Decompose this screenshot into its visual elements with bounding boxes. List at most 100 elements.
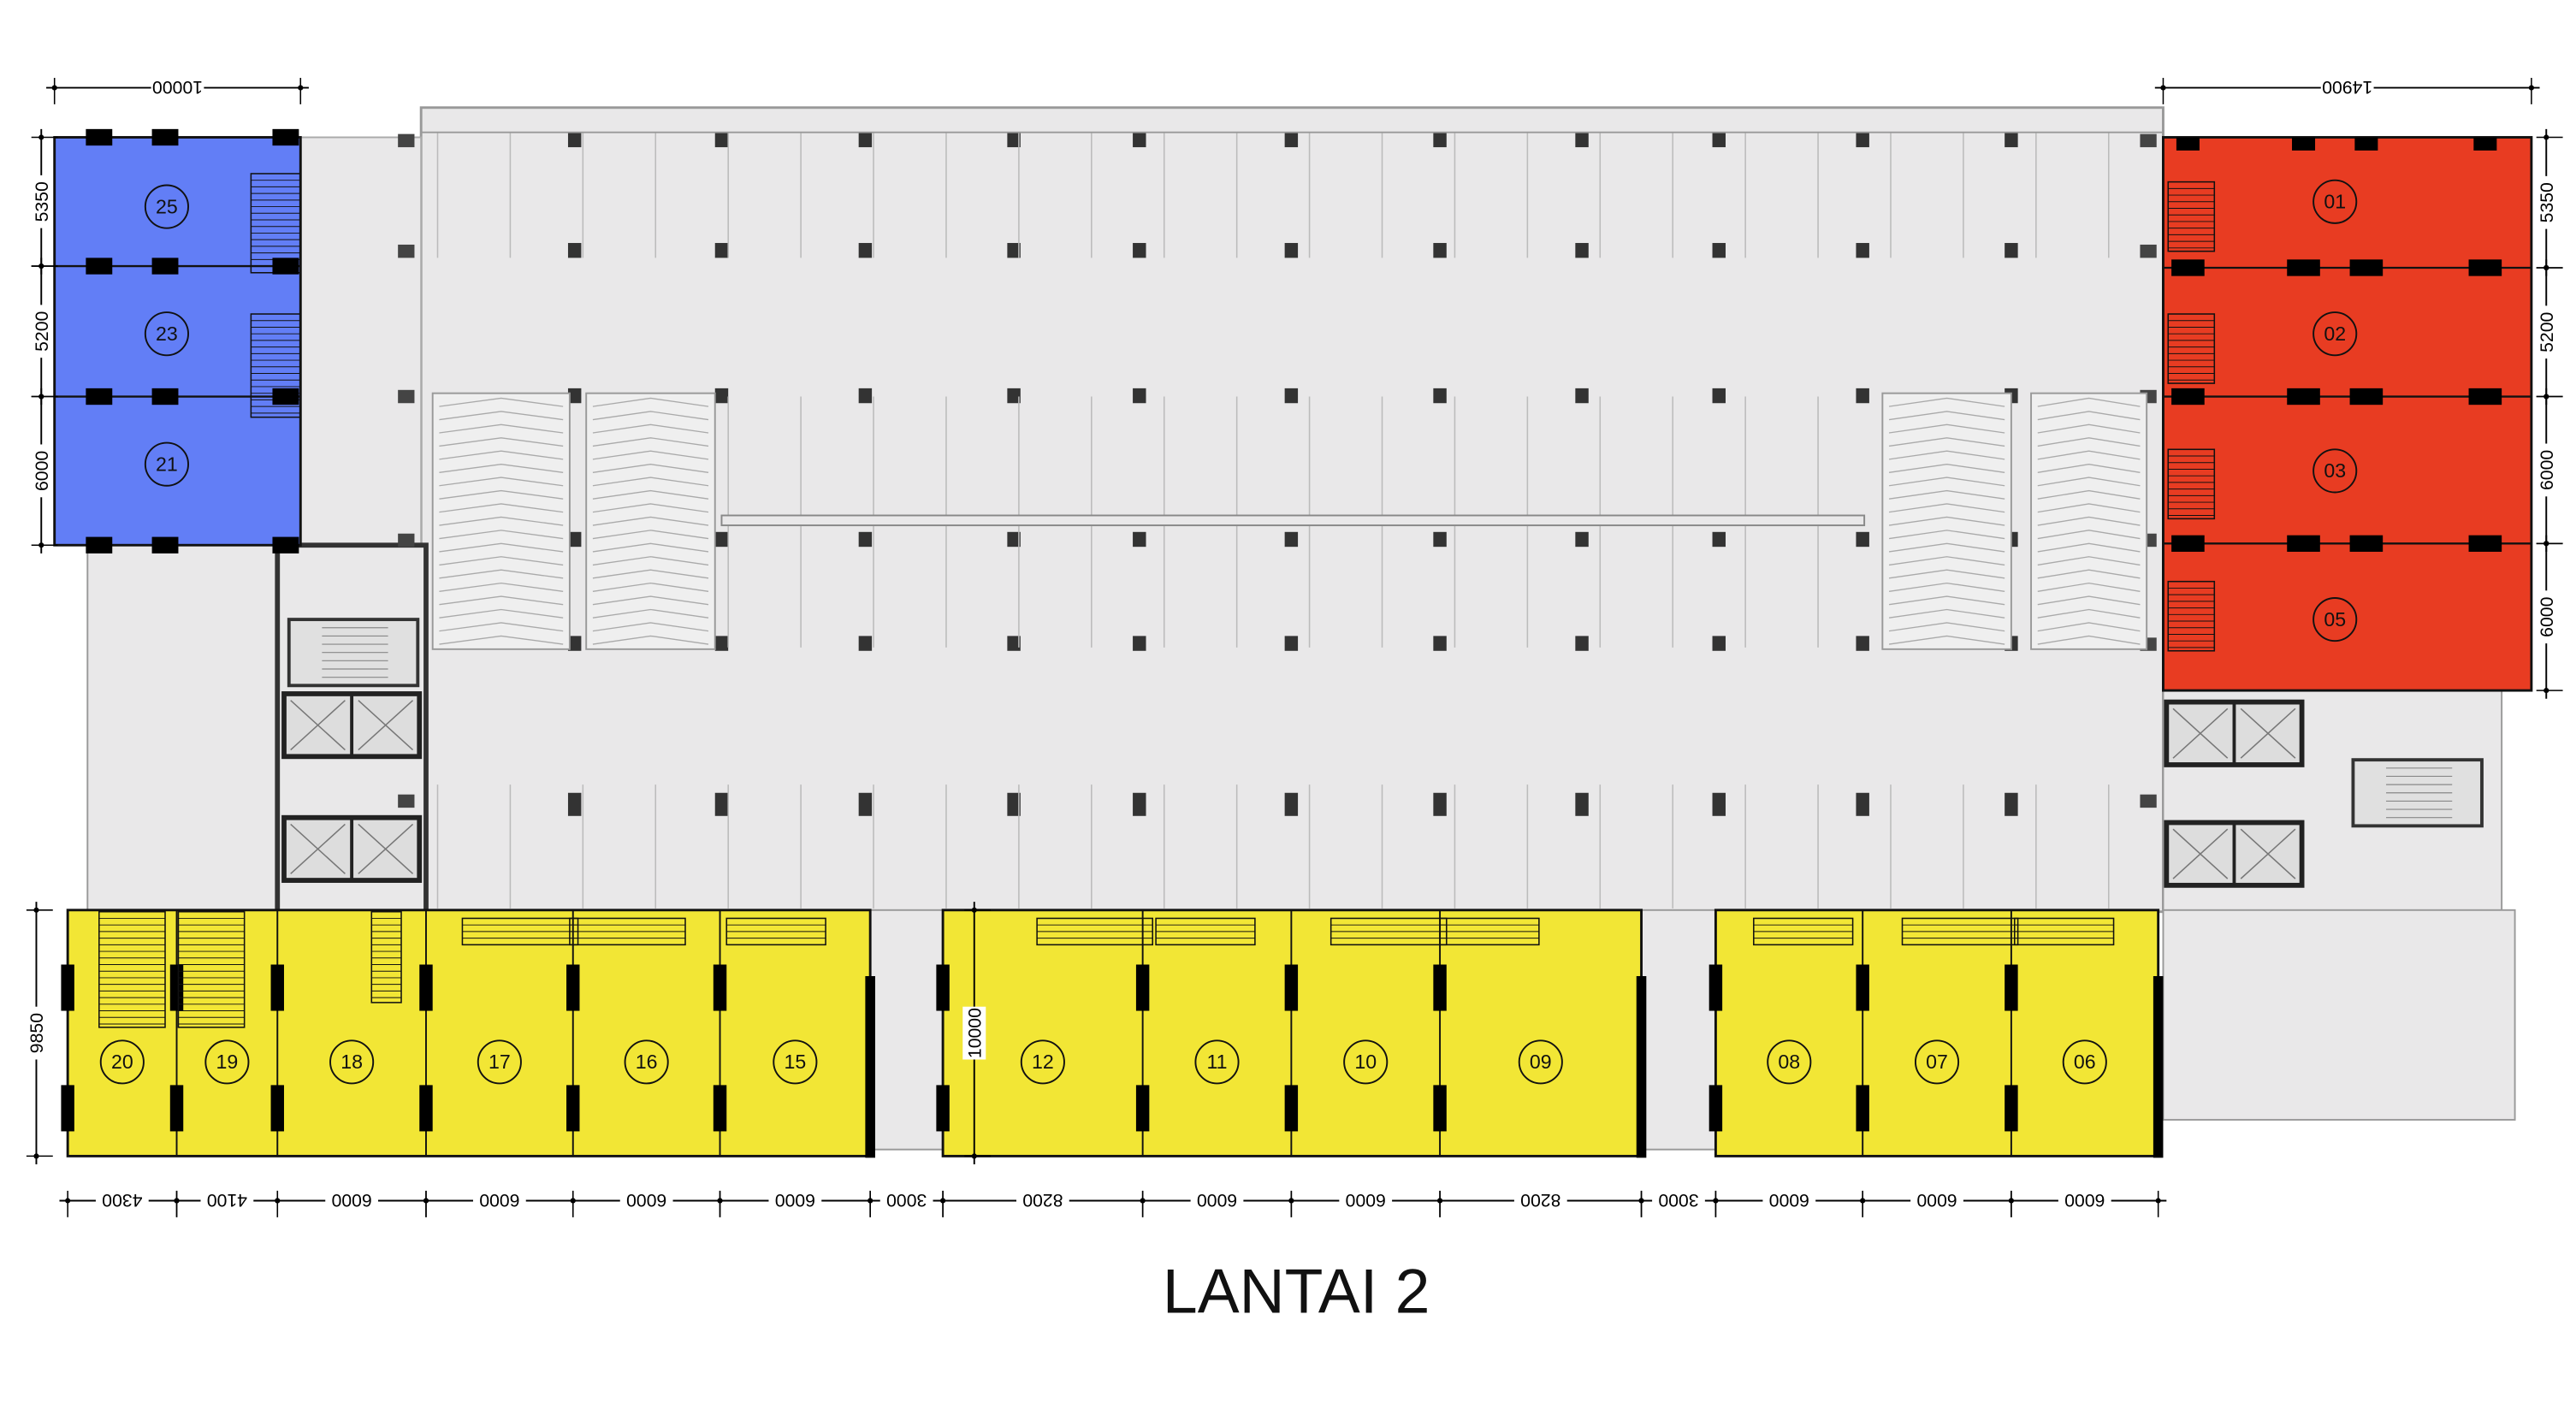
dimension-label-bg bbox=[29, 444, 53, 498]
column bbox=[86, 536, 113, 554]
column bbox=[86, 128, 113, 146]
column bbox=[1133, 243, 1146, 258]
column bbox=[151, 388, 179, 406]
unit-stair bbox=[2167, 448, 2216, 520]
dimension-dot bbox=[1436, 1198, 1443, 1204]
column bbox=[398, 794, 415, 808]
column bbox=[1284, 388, 1299, 404]
column bbox=[1856, 1085, 1869, 1132]
column bbox=[398, 389, 415, 404]
unit-number: 21 bbox=[156, 453, 178, 475]
ramp-hatch bbox=[1888, 411, 2005, 421]
ramp-hatch bbox=[1888, 463, 2005, 473]
lift-cross bbox=[2172, 828, 2229, 879]
ramp-hatch bbox=[439, 450, 564, 460]
dimension-dot bbox=[2008, 1198, 2014, 1204]
unit-number: 06 bbox=[2074, 1051, 2096, 1073]
ramp-hatch bbox=[2037, 635, 2141, 645]
dimension-label-bg bbox=[29, 305, 53, 358]
column bbox=[1575, 792, 1589, 816]
ramp-hatch bbox=[1888, 397, 2005, 407]
column bbox=[1284, 964, 1299, 1011]
dimension-label: 8200 bbox=[1022, 1190, 1063, 1210]
ramp-hatch bbox=[2037, 516, 2141, 526]
unit-number-circle bbox=[204, 1039, 250, 1085]
ramp-hatch bbox=[2037, 569, 2141, 579]
dimension-label: 6000 bbox=[1769, 1190, 1809, 1210]
dimension-label-bg bbox=[29, 175, 53, 228]
ramp-hatch bbox=[1888, 450, 2005, 460]
column bbox=[714, 531, 729, 548]
dimension-dot bbox=[2155, 1198, 2161, 1204]
unit-number-circle bbox=[1020, 1039, 1065, 1085]
column bbox=[1284, 636, 1299, 651]
dimension-dot bbox=[570, 1198, 576, 1204]
dimension-dot bbox=[33, 907, 39, 913]
unit-number-circle bbox=[1767, 1039, 1812, 1085]
dimension-dot bbox=[2160, 85, 2166, 91]
ramp-hatch bbox=[592, 556, 709, 566]
ramp-hatch bbox=[592, 635, 709, 645]
ramp-hatch bbox=[1888, 569, 2005, 579]
ramp-hatch bbox=[439, 397, 564, 407]
unit-stair bbox=[98, 910, 166, 1028]
ramp-hatch bbox=[2037, 622, 2141, 632]
column bbox=[1433, 636, 1447, 651]
lift-cross bbox=[290, 700, 346, 751]
ramp-hatch bbox=[439, 556, 564, 566]
wall bbox=[865, 976, 875, 1158]
dimension-label: 6000 bbox=[775, 1190, 815, 1210]
column bbox=[1133, 636, 1146, 651]
column bbox=[1284, 1085, 1299, 1132]
column bbox=[2287, 259, 2320, 276]
ramp-hatch bbox=[1888, 622, 2005, 632]
dimension-label: 6000 bbox=[2064, 1190, 2105, 1210]
dimension-dot bbox=[2543, 264, 2549, 271]
unit-number-circle bbox=[2312, 179, 2358, 224]
column bbox=[2287, 535, 2320, 552]
ramp-hatch bbox=[1888, 503, 2005, 513]
column bbox=[2140, 794, 2157, 808]
ramp-hatch bbox=[1888, 477, 2005, 487]
dimension-label: 5200 bbox=[2538, 312, 2557, 352]
column bbox=[151, 536, 179, 554]
unit-number: 15 bbox=[784, 1051, 806, 1073]
unit-number-circle bbox=[1343, 1039, 1389, 1085]
dimension-label-bg bbox=[962, 1006, 986, 1060]
column bbox=[1575, 636, 1589, 651]
column bbox=[1856, 964, 1869, 1011]
column bbox=[1007, 636, 1021, 651]
ramp-hatch bbox=[592, 423, 709, 434]
dimension-label-bg bbox=[2534, 175, 2558, 229]
dimension-dot bbox=[971, 1153, 977, 1159]
dimension-label-bg bbox=[151, 76, 204, 100]
dimension-label-bg bbox=[1762, 1188, 1816, 1213]
ramp-hatch bbox=[439, 516, 564, 526]
dimension-dot bbox=[2543, 688, 2549, 694]
dimension-dot bbox=[423, 1198, 429, 1204]
ramp bbox=[1881, 392, 2012, 650]
column bbox=[1575, 531, 1589, 548]
ramp bbox=[2030, 392, 2148, 650]
ramp-hatch bbox=[2037, 542, 2141, 553]
unit-number-circle bbox=[1194, 1039, 1240, 1085]
ramp-hatch bbox=[592, 582, 709, 592]
column bbox=[858, 132, 873, 148]
unit-stair bbox=[2167, 181, 2216, 252]
column bbox=[1007, 243, 1021, 258]
ramp-hatch bbox=[2037, 397, 2141, 407]
column bbox=[858, 243, 873, 258]
column bbox=[1433, 243, 1447, 258]
dimension-label: 6000 bbox=[626, 1190, 666, 1210]
unit-number: 12 bbox=[1032, 1051, 1054, 1073]
dimension-label: 9850 bbox=[27, 1013, 47, 1053]
unit-number: 08 bbox=[1778, 1051, 1800, 1073]
ramp-hatch bbox=[592, 437, 709, 447]
column bbox=[1433, 531, 1447, 548]
dimension-dot bbox=[51, 85, 57, 91]
dimension-label: 10000 bbox=[152, 77, 203, 97]
column bbox=[567, 132, 582, 148]
column bbox=[1712, 243, 1726, 258]
